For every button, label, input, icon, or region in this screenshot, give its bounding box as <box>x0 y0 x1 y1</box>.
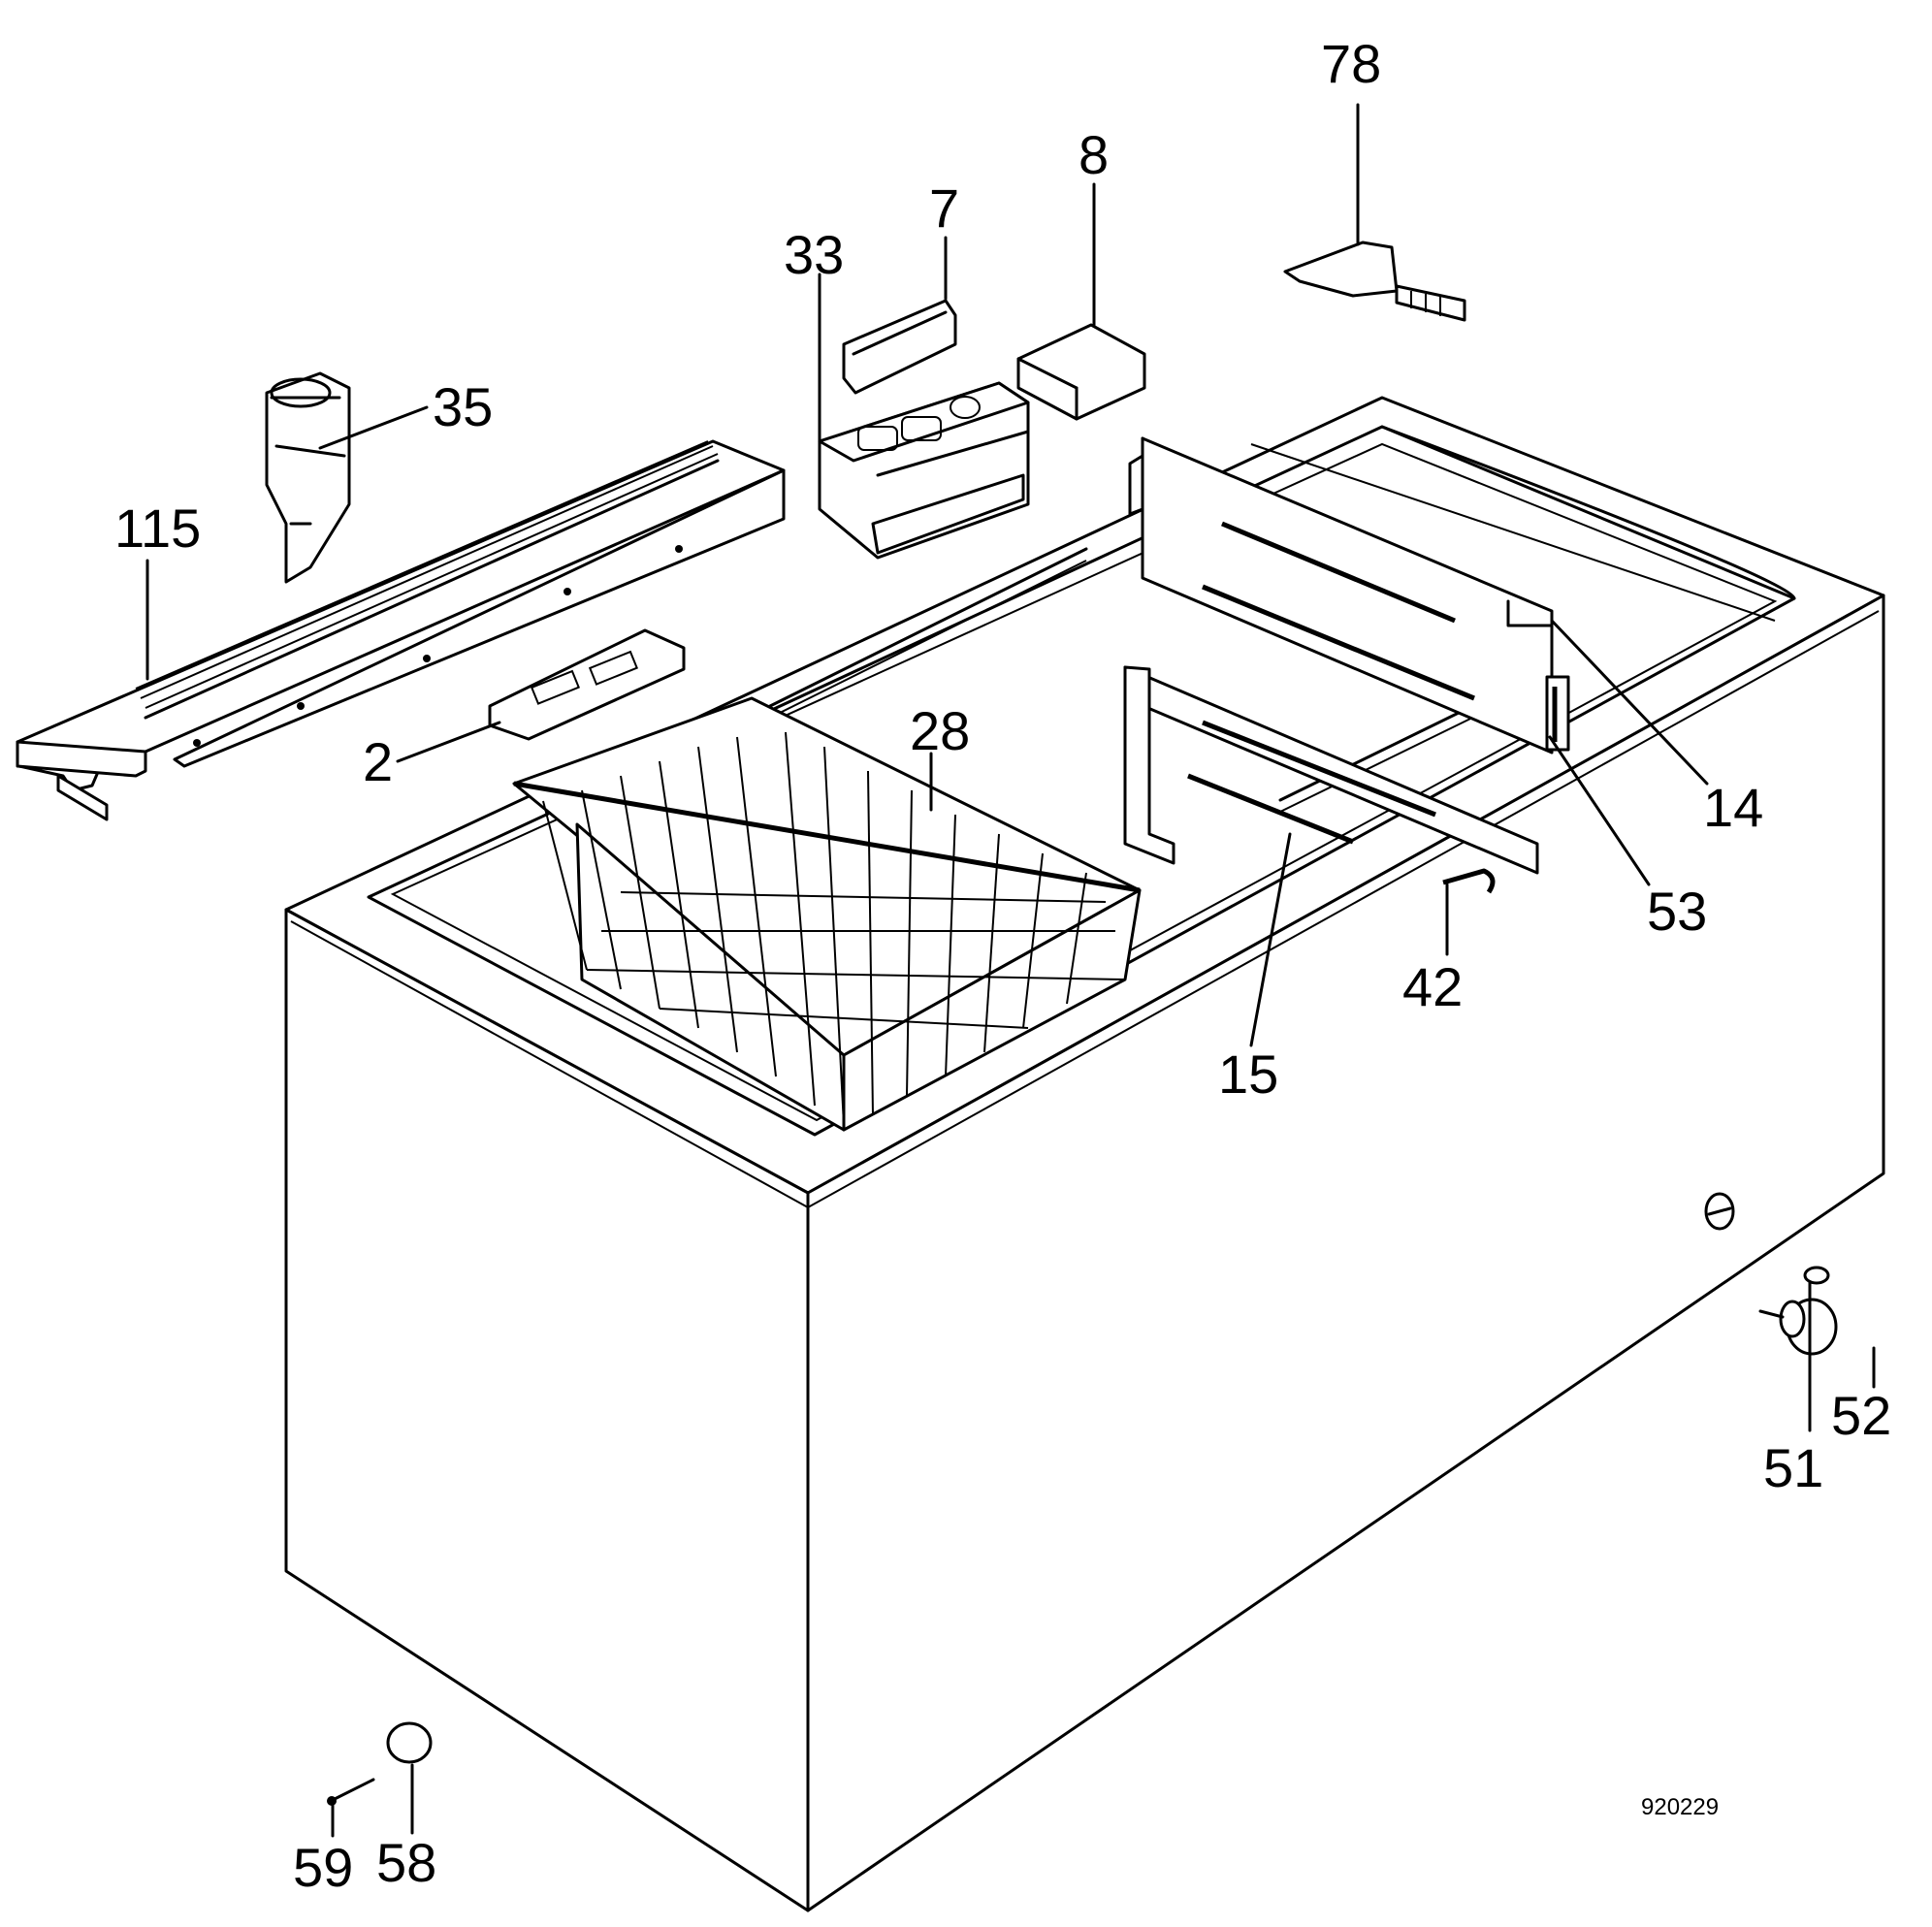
callout-42: 42 <box>1402 956 1464 1017</box>
callout-115: 115 <box>114 498 202 559</box>
lens-cover <box>842 299 957 395</box>
callout-14: 14 <box>1703 777 1764 838</box>
ice-scraper <box>1283 241 1466 322</box>
callout-78: 78 <box>1321 33 1382 94</box>
callout-8: 8 <box>1079 124 1110 185</box>
callout-51: 51 <box>1763 1437 1824 1498</box>
divider-panels <box>1123 436 1570 875</box>
hinge-strip <box>16 439 786 821</box>
bracket <box>488 628 686 741</box>
callout-28: 28 <box>910 700 971 761</box>
callout-35: 35 <box>433 376 494 437</box>
wire-basket <box>512 696 1142 1132</box>
callout-15: 15 <box>1218 1044 1279 1105</box>
callout-33: 33 <box>784 224 845 285</box>
thermostat-housing <box>818 381 1030 560</box>
drawing-code: 920229 <box>1641 1794 1720 1820</box>
lamp-cover <box>1016 323 1146 421</box>
callout-52: 52 <box>1831 1385 1892 1446</box>
knob-assembly <box>1758 1266 1876 1432</box>
leader-lines <box>145 103 1709 1047</box>
foot-assembly <box>327 1721 433 1838</box>
callout-53: 53 <box>1647 881 1708 942</box>
callout-2: 2 <box>363 731 394 792</box>
callout-7: 7 <box>929 177 960 239</box>
clip <box>1442 868 1496 894</box>
callout-59: 59 <box>293 1837 354 1898</box>
callout-58: 58 <box>376 1832 437 1893</box>
hinge <box>265 371 351 584</box>
